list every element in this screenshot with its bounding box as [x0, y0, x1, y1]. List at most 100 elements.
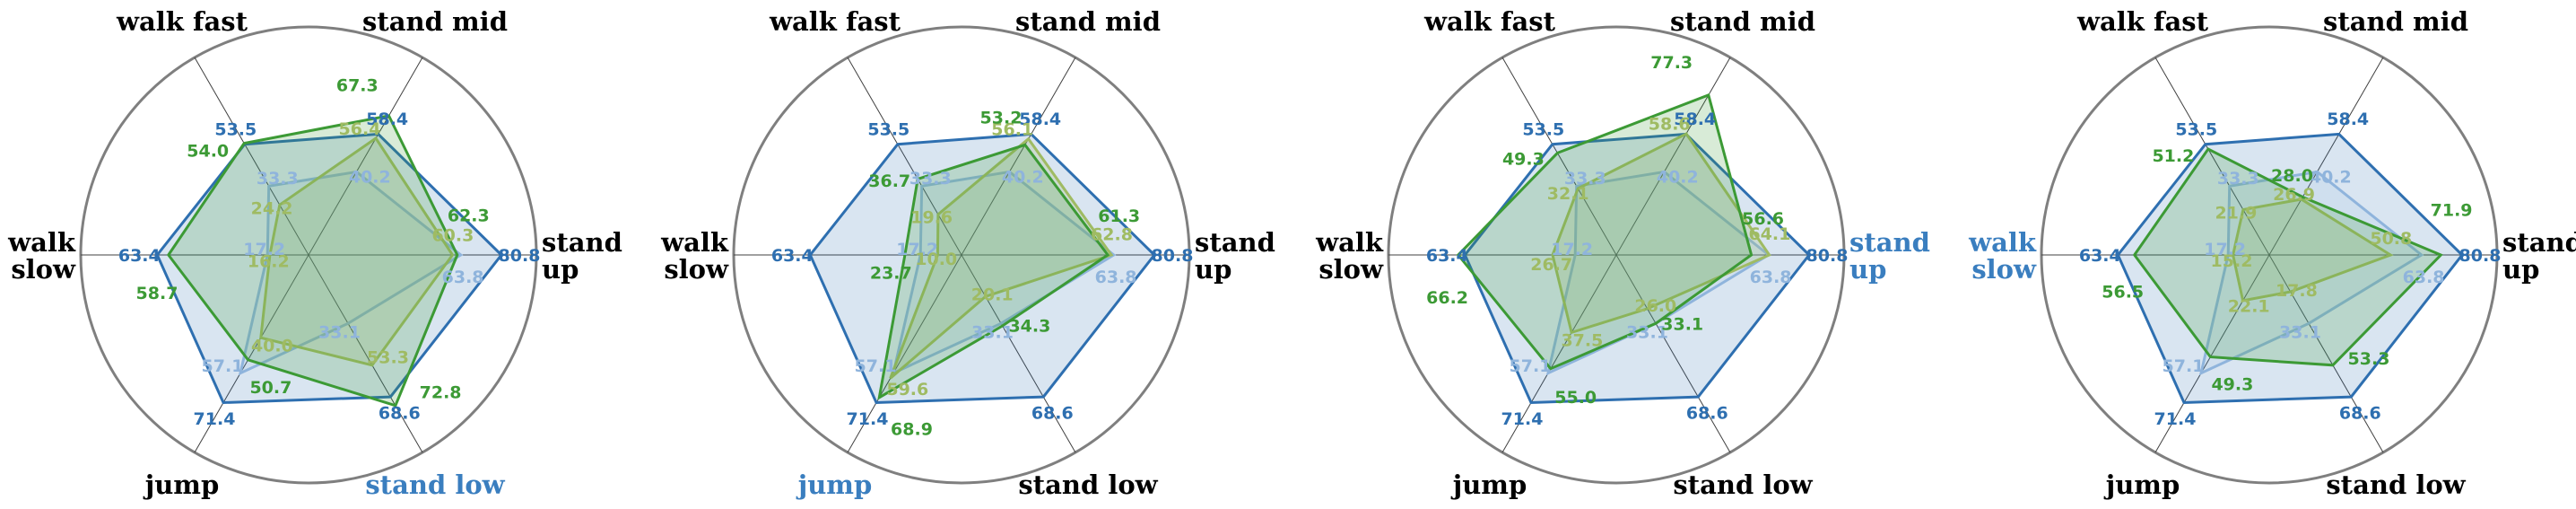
value-label: 61.3: [1098, 206, 1140, 226]
value-label: 32.1: [1547, 184, 1589, 204]
spoke-walk-fast: [847, 57, 962, 256]
value-label: 59.6: [886, 380, 928, 399]
value-label: 49.3: [1502, 150, 1545, 170]
value-label: 68.6: [379, 403, 421, 423]
value-label: 63.8: [442, 268, 484, 287]
series-light-green-polygon: [2232, 197, 2394, 303]
value-label: 68.6: [2339, 403, 2381, 423]
series-light-green-polygon: [889, 136, 1114, 380]
value-label: 40.2: [2310, 168, 2352, 188]
axis-label-word: stand: [2502, 227, 2576, 258]
value-label: 71.4: [1501, 409, 1544, 429]
value-label: 71.9: [2431, 200, 2473, 220]
spoke-walk-fast: [2154, 57, 2270, 256]
series-dark-green-polygon: [877, 143, 1110, 400]
value-label: 33.1: [2279, 322, 2321, 342]
value-label: 56.4: [339, 119, 381, 139]
spoke-stand-mid: [2268, 57, 2384, 256]
value-label: 34.3: [1008, 317, 1050, 337]
axis-label-word: slow: [664, 254, 729, 285]
value-label: 49.3: [2211, 374, 2253, 394]
axis-label-word: walk: [1315, 227, 1384, 258]
series-dark-green-polygon: [166, 114, 459, 408]
series-dark-blue-polygon: [155, 132, 504, 405]
value-label: 10.0: [915, 250, 957, 269]
spoke-stand-mid: [308, 57, 423, 256]
value-label: 68.9: [891, 420, 933, 440]
axis-label-word: walk: [1968, 227, 2037, 258]
spoke-jump: [2154, 254, 2270, 453]
spoke-jump: [194, 254, 309, 453]
value-label: 66.2: [1426, 288, 1468, 308]
series-light-blue-polygon: [891, 170, 1117, 376]
series-light-blue-polygon: [2198, 170, 2424, 376]
value-label: 19.6: [910, 207, 953, 227]
axis-label-word: stand: [542, 227, 622, 258]
value-label: 56.1: [991, 120, 1033, 140]
axis-label-stand-mid: stand mid: [1015, 6, 1161, 37]
spoke-jump: [847, 254, 962, 453]
value-label: 56.5: [2102, 283, 2144, 303]
value-label: 80.8: [2459, 246, 2502, 266]
value-label: 56.6: [1742, 209, 1784, 229]
value-label: 33.1: [318, 322, 361, 342]
value-label: 51.2: [2152, 146, 2194, 166]
value-label: 71.4: [847, 409, 889, 429]
value-label: 40.2: [1657, 168, 1699, 188]
value-label: 63.8: [1095, 268, 1137, 287]
axis-label-word: walk: [660, 227, 729, 258]
value-label: 68.6: [1031, 403, 1074, 423]
value-label: 53.2: [980, 109, 1023, 128]
spoke-stand-low: [961, 254, 1076, 453]
value-label: 40.2: [1002, 168, 1044, 188]
value-label: 33.1: [1626, 322, 1668, 342]
value-label: 67.3: [336, 76, 379, 96]
value-label: 80.8: [1806, 246, 1849, 266]
series-light-green-polygon: [1551, 132, 1771, 335]
value-label: 53.5: [1522, 119, 1564, 139]
value-label: 53.5: [2175, 119, 2217, 139]
axis-label-word: slow: [11, 254, 76, 285]
value-label: 24.2: [251, 199, 293, 219]
axis-label-stand-mid: stand mid: [1670, 6, 1815, 37]
value-label: 63.4: [771, 246, 814, 266]
axis-label-word: stand: [1849, 227, 1930, 258]
value-label: 63.8: [1750, 268, 1792, 287]
value-label: 60.3: [431, 225, 474, 245]
axis-label-jump: jump: [2103, 470, 2180, 500]
axis-label-walk-fast: walk fast: [769, 6, 901, 37]
value-label: 26.9: [2273, 185, 2315, 205]
value-label: 58.4: [1019, 110, 1061, 129]
value-label: 50.8: [2370, 229, 2412, 249]
axis-label-jump: jump: [1450, 470, 1527, 500]
value-label: 20.1: [971, 285, 1014, 305]
axis-label-walk-fast: walk fast: [116, 6, 248, 37]
spoke-walk-fast: [194, 57, 309, 256]
axis-label-word: up: [542, 254, 579, 285]
axis-label-jump: jump: [143, 470, 220, 500]
value-label: 72.8: [420, 382, 462, 402]
value-label: 53.3: [367, 347, 409, 367]
value-label: 80.8: [1152, 246, 1194, 266]
value-label: 33.1: [1661, 314, 1703, 334]
value-label: 33.3: [2217, 169, 2259, 189]
axis-label-stand-low: stand low: [365, 470, 505, 500]
spoke-jump: [1501, 254, 1617, 453]
series-dark-green-polygon: [1456, 92, 1754, 371]
axis-label-word: stand: [1195, 227, 1275, 258]
value-label: 58.7: [136, 284, 178, 303]
value-label: 63.4: [1426, 246, 1468, 266]
value-label: 21.9: [2215, 204, 2257, 224]
value-label: 40.0: [251, 337, 293, 356]
value-label: 62.8: [1091, 225, 1133, 245]
value-label: 80.8: [499, 246, 541, 266]
value-label: 50.7: [249, 378, 292, 398]
value-label: 17.8: [2276, 281, 2318, 301]
value-label: 63.4: [2079, 246, 2121, 266]
value-label: 26.0: [1634, 296, 1676, 316]
value-label: 17.2: [2204, 240, 2246, 259]
value-label: 33.1: [971, 322, 1014, 342]
